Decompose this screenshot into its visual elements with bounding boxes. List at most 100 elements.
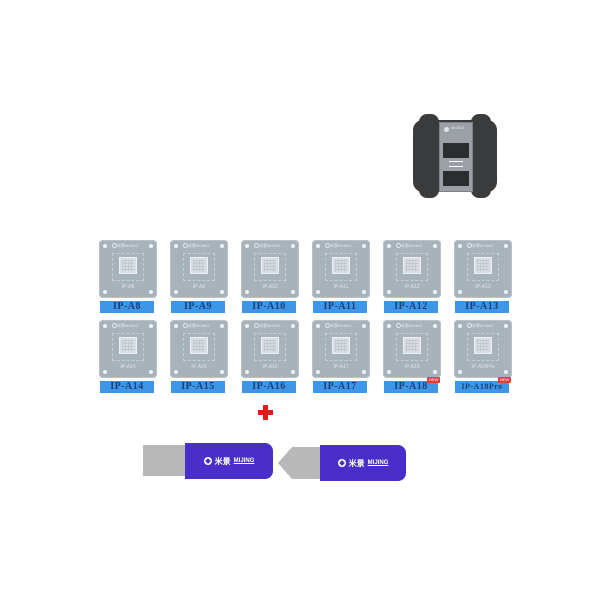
mount-hole [149, 244, 153, 248]
mount-hole [174, 324, 178, 328]
stencil-model: IP-A12 [404, 284, 420, 290]
mount-hole [504, 244, 508, 248]
mount-hole [387, 370, 391, 374]
alignment-frame [183, 333, 215, 361]
stencil-tile: 米景MIJING IP-A12 [383, 240, 441, 298]
mount-hole [362, 244, 366, 248]
stencil-model: IP-A18Pro [471, 364, 495, 370]
mount-hole [433, 324, 437, 328]
stencil-brand: 米景MIJING [117, 323, 139, 328]
mount-hole [387, 244, 391, 248]
alignment-frame [112, 253, 144, 281]
stencil-model: IP-A18 [404, 364, 420, 370]
mount-hole [291, 244, 295, 248]
mount-hole [245, 370, 249, 374]
mount-hole [387, 290, 391, 294]
stencil-label: IP-A11 [313, 301, 367, 313]
brand-logo-icon [467, 323, 472, 328]
tool-flat-blade [143, 445, 185, 476]
stencil-label: IP-A15 [171, 381, 225, 393]
brand-logo-icon [112, 323, 117, 328]
mount-hole [433, 244, 437, 248]
mount-hole [504, 370, 508, 374]
stencil-label: IP-A18Pro [455, 381, 509, 393]
brand-logo-icon [467, 243, 472, 248]
mount-hole [433, 370, 437, 374]
stencil-label: IP-A13 [455, 301, 509, 313]
mount-hole [103, 244, 107, 248]
stencil-model: IP-A17 [333, 364, 349, 370]
box-brand-text: MIJING [451, 125, 465, 130]
brand-logo-icon [183, 243, 188, 248]
tool-pointed: 米景 MIJING [278, 445, 406, 481]
stencil-brand: 米景MIJING [117, 243, 139, 248]
mount-hole [291, 290, 295, 294]
stencil-model: IP-A15 [191, 364, 207, 370]
alignment-frame [467, 253, 499, 281]
chip-pattern [261, 257, 279, 274]
tool-brand-cn: 米景 [214, 456, 231, 466]
alignment-frame [183, 253, 215, 281]
stencil-tile: 米景MIJING IP-A9 [170, 240, 228, 298]
stencil-brand: 米景MIJING [188, 323, 210, 328]
alignment-frame [396, 253, 428, 281]
alignment-frame [467, 333, 499, 361]
mount-hole [504, 324, 508, 328]
chip-pattern [119, 257, 137, 274]
box-slot-bottom [443, 171, 469, 186]
mount-hole [149, 370, 153, 374]
stencil-brand: 米景MIJING [330, 323, 352, 328]
mount-hole [291, 324, 295, 328]
stencil-model: IP-A8 [121, 284, 135, 290]
brand-logo-icon [325, 243, 330, 248]
stencil-tile: 米景MIJING IP-A15 [170, 320, 228, 378]
mijing-logo-icon [337, 459, 346, 467]
stencil-model: IP-A10 [262, 284, 278, 290]
brand-logo-icon [396, 323, 401, 328]
alignment-frame [396, 333, 428, 361]
tool-pointed-blade [278, 447, 320, 479]
brand-logo-icon [254, 323, 259, 328]
mount-hole [458, 370, 462, 374]
mount-hole [316, 324, 320, 328]
mount-hole [458, 324, 462, 328]
brand-logo-icon [112, 243, 117, 248]
mount-hole [220, 290, 224, 294]
stencil-tile: 米景MIJING IP-A18 [383, 320, 441, 378]
stencil-brand: 米景MIJING [401, 243, 423, 248]
tool-flat-handle: 米景 MIJING [185, 443, 273, 479]
mount-hole [220, 370, 224, 374]
new-badge: NEW [427, 377, 441, 383]
mount-hole [362, 324, 366, 328]
stencil-brand: 米景MIJING [188, 243, 210, 248]
stencil-brand: 米景MIJING [401, 323, 423, 328]
mount-hole [316, 244, 320, 248]
brand-logo-icon [254, 243, 259, 248]
stencil-model: IP-A11 [333, 284, 349, 290]
stencil-model: IP-A9 [192, 284, 206, 290]
chip-pattern [474, 337, 492, 354]
box-alignment-mark-icon [449, 161, 463, 167]
mount-hole [103, 370, 107, 374]
mount-hole [458, 244, 462, 248]
mount-hole [362, 370, 366, 374]
mount-hole [291, 370, 295, 374]
mount-hole [316, 370, 320, 374]
mount-hole [103, 290, 107, 294]
mount-hole [174, 290, 178, 294]
chip-pattern [474, 257, 492, 274]
box-panel: MIJING [439, 122, 473, 192]
mount-hole [220, 324, 224, 328]
brand-logo-icon [396, 243, 401, 248]
box-slot-top [443, 143, 469, 158]
stencil-brand: 米景MIJING [259, 323, 281, 328]
reballing-platform-box: MIJING [413, 114, 497, 198]
mount-hole [220, 244, 224, 248]
mount-hole [504, 290, 508, 294]
tool-brand-en: MIJING [233, 458, 255, 464]
